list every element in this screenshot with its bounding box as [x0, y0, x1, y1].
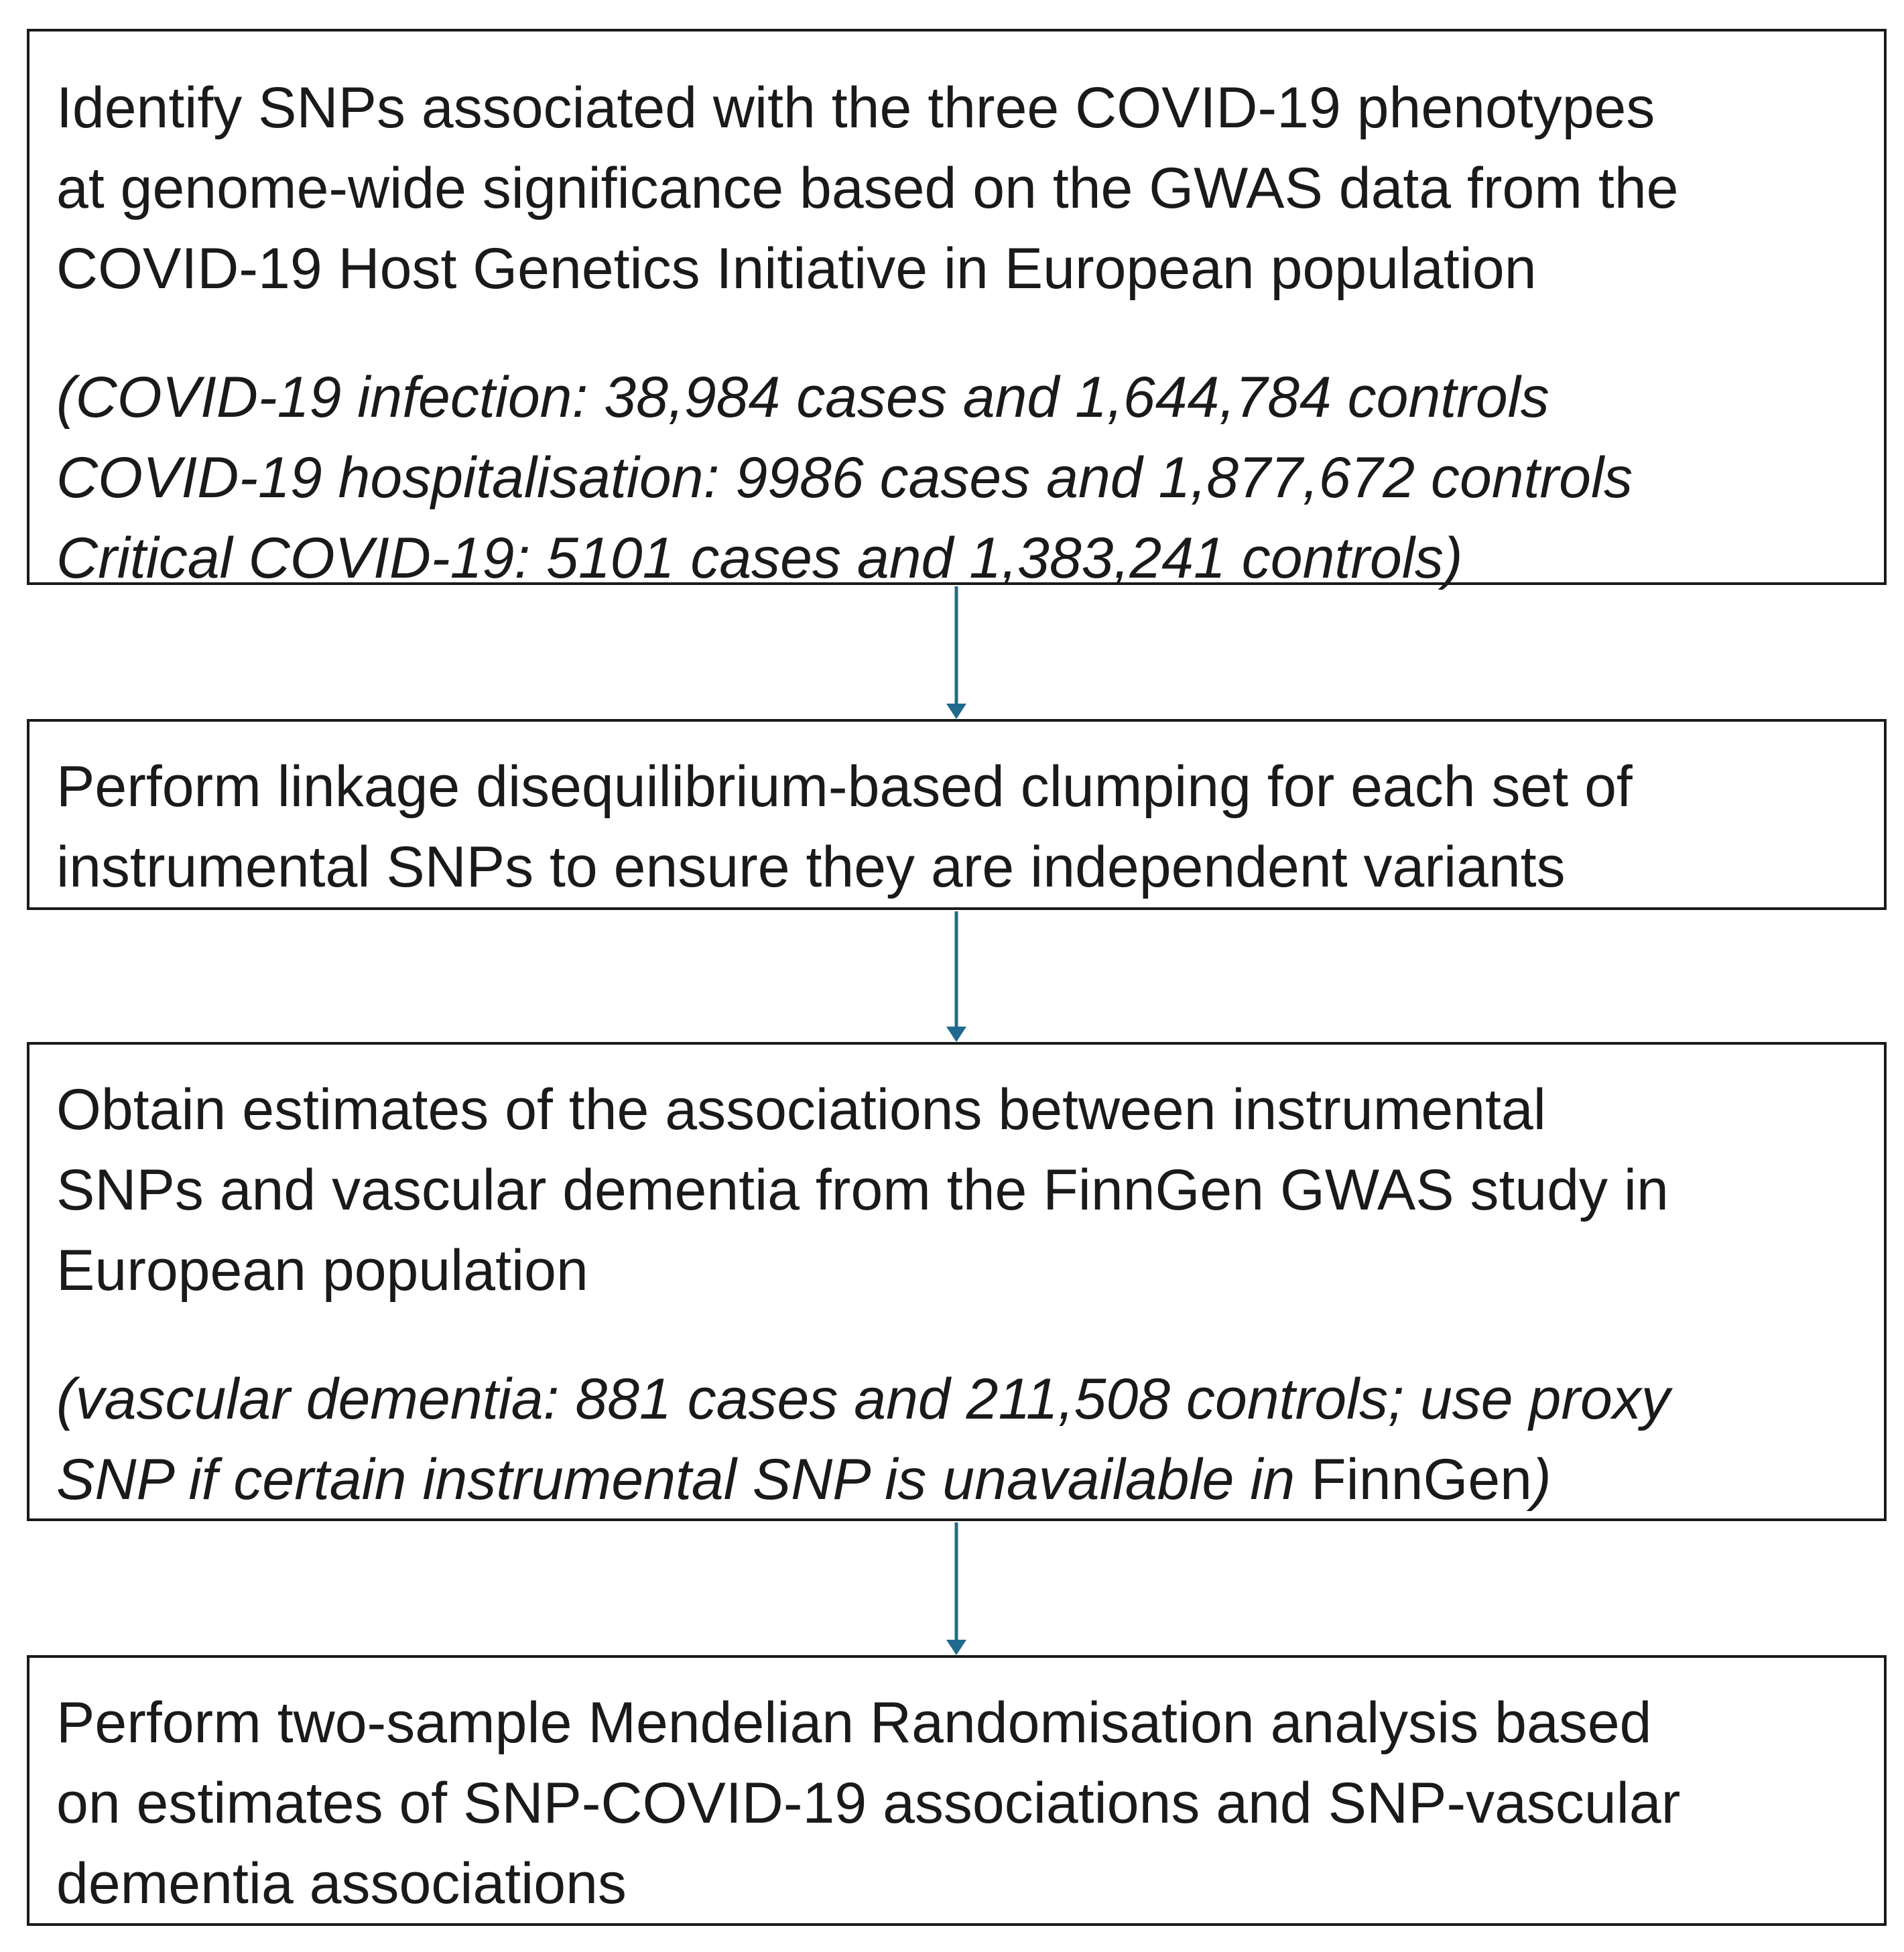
- arrow-head: [946, 1640, 966, 1655]
- arrow-2-to-3: [946, 911, 966, 1042]
- step-text-line: Identify SNPs associated with the three …: [56, 76, 1655, 140]
- step-text-line: at genome-wide significance based on the…: [56, 156, 1679, 220]
- sample-size-note-line: Critical COVID-19: 5101 cases and 1,383,…: [56, 526, 1463, 590]
- flow-step-identify-snps: Identify SNPs associated with the three …: [27, 29, 1887, 590]
- sample-size-note-line: COVID-19 hospitalisation: 9986 cases and…: [56, 446, 1633, 510]
- finngen-label: FinnGen: [1311, 1447, 1532, 1512]
- step-text-line: Perform two-sample Mendelian Randomisati…: [56, 1691, 1652, 1755]
- arrow-head: [946, 1027, 966, 1042]
- step-text-line: European population: [56, 1238, 588, 1303]
- step-text-line: instrumental SNPs to ensure they are ind…: [56, 835, 1566, 899]
- step-text-line: COVID-19 Host Genetics Initiative in Eur…: [56, 237, 1537, 301]
- sample-size-note-line: (vascular dementia: 881 cases and 211,50…: [56, 1367, 1670, 1431]
- sample-size-note-line: SNP if certain instrumental SNP is unava…: [56, 1439, 1857, 1520]
- sample-size-note-line: (COVID-19 infection: 38,984 cases and 1,…: [56, 365, 1549, 430]
- note-text: SNP if certain instrumental SNP is unava…: [56, 1447, 1312, 1512]
- step-text-line: on estimates of SNP-COVID-19 association…: [56, 1771, 1681, 1835]
- arrow-1-to-2: [946, 586, 966, 719]
- note-close-paren: ): [1532, 1447, 1551, 1512]
- step-text-line: dementia associations: [56, 1851, 627, 1916]
- step-text-line: Obtain estimates of the associations bet…: [56, 1078, 1546, 1142]
- flow-step-ld-clumping: Perform linkage disequilibrium-based clu…: [27, 719, 1887, 910]
- arrow-head: [946, 704, 966, 719]
- flow-step-obtain-estimates: Obtain estimates of the associations bet…: [27, 1042, 1887, 1521]
- step-text-line: SNPs and vascular dementia from the Finn…: [56, 1158, 1669, 1222]
- arrow-3-to-4: [946, 1522, 966, 1655]
- step-text-line: Perform linkage disequilibrium-based clu…: [56, 755, 1633, 819]
- flow-step-mr-analysis: Perform two-sample Mendelian Randomisati…: [27, 1655, 1887, 1926]
